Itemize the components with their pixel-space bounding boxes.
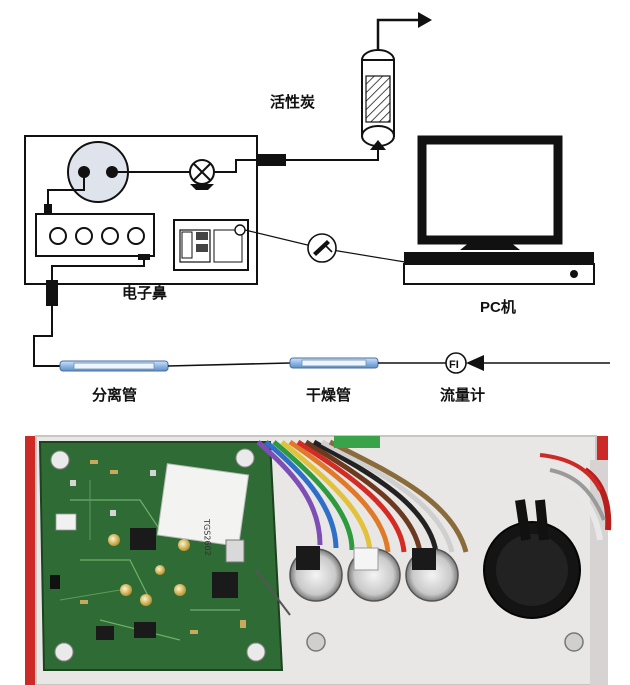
separation-tube bbox=[59, 360, 169, 372]
ribbon-cable bbox=[256, 439, 469, 553]
activated-carbon-label: 活性炭 bbox=[270, 93, 315, 111]
inlet-connector-icon bbox=[46, 280, 58, 306]
sensor-array bbox=[35, 213, 155, 260]
schematic: 活性炭 bbox=[24, 12, 610, 404]
usb-plug-icon bbox=[307, 233, 337, 263]
drying-tube bbox=[289, 357, 379, 369]
sensor-chip-marking: TGS2602 bbox=[202, 518, 212, 556]
flow-meter-symbol: FI bbox=[449, 359, 459, 371]
acquisition-board bbox=[173, 219, 249, 271]
screw-icon bbox=[306, 632, 326, 652]
device-photo: TGS2602 bbox=[25, 435, 612, 685]
flow-meter-label: 流量计 bbox=[440, 386, 485, 404]
outlet-connector-icon bbox=[258, 154, 286, 166]
sensor-cans bbox=[289, 546, 459, 602]
drying-tube-label: 干燥管 bbox=[306, 386, 351, 404]
flow-meter-icon: FI bbox=[445, 352, 467, 374]
screw-icon bbox=[564, 632, 584, 652]
pump-fitting bbox=[483, 453, 606, 619]
electronic-nose-label: 电子鼻 bbox=[122, 284, 167, 302]
monitor-icon bbox=[403, 135, 595, 285]
outlet-arrow-icon bbox=[376, 12, 432, 50]
check-valve-icon bbox=[466, 355, 484, 371]
separation-tube-label: 分离管 bbox=[92, 386, 137, 404]
activated-carbon-column bbox=[361, 49, 395, 150]
pc-label: PC机 bbox=[480, 298, 516, 316]
pump-icon bbox=[189, 159, 215, 190]
sensor-pcb: TGS2602 bbox=[38, 441, 284, 671]
